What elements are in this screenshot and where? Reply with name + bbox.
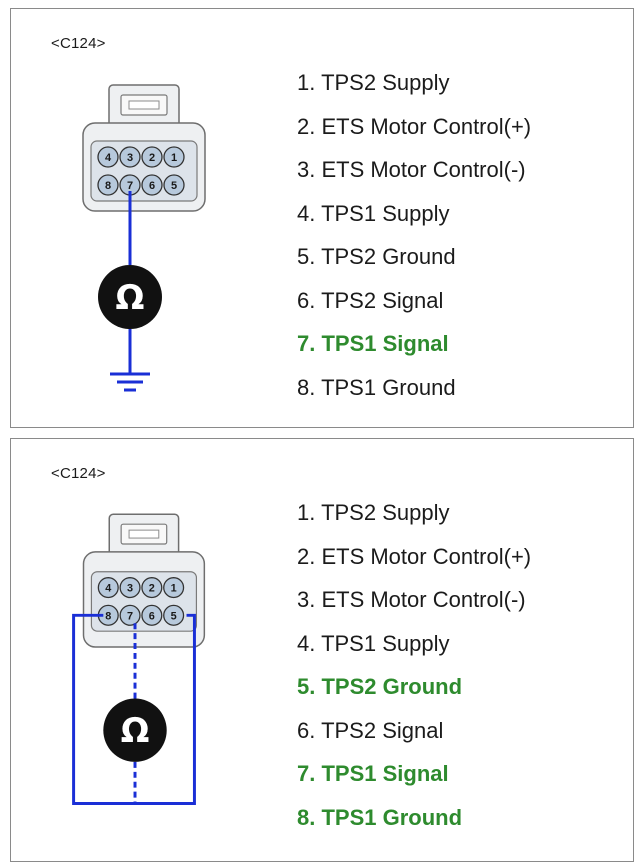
connector-pin-6 bbox=[141, 604, 163, 626]
connector-pin-7 bbox=[119, 604, 141, 626]
connector-pin-number: 5 bbox=[171, 610, 177, 622]
pin-item-7: 7. TPS1 Signal bbox=[297, 761, 449, 786]
meter-symbol: Ω bbox=[116, 278, 145, 318]
connector-pin-number: 7 bbox=[127, 180, 133, 192]
test-diagram-panel-2: <C124> 4 3 2 1 8 7 6 5 Ω 1. TPS2 Supply 2. ETS … bbox=[10, 438, 634, 862]
test-diagram-panel-1: <C124> 4 3 2 1 8 7 6 5 Ω 1. TPS2 Supply 2. ETS … bbox=[10, 8, 634, 428]
connector-wiring-diagram: 4 3 2 1 8 7 6 5 Ω bbox=[72, 513, 206, 806]
pin-item-8: 8. TPS1 Ground bbox=[297, 374, 456, 400]
pin-item-2: 2. ETS Motor Control(+) bbox=[297, 113, 532, 139]
connector-pin-number: 2 bbox=[149, 583, 155, 595]
pin-item-4: 4. TPS1 Supply bbox=[297, 630, 450, 656]
connector-pin-5 bbox=[163, 604, 185, 626]
connector-pin-number: 4 bbox=[105, 152, 112, 164]
pin-item-4: 4. TPS1 Supply bbox=[297, 200, 450, 226]
pin-assignment-list: 1. TPS2 Supply 2. ETS Motor Control(+) 3… bbox=[297, 491, 531, 839]
connector-pin-6 bbox=[141, 174, 163, 196]
pin-item-3: 3. ETS Motor Control(-) bbox=[297, 587, 526, 612]
connector-pin-number: 6 bbox=[149, 180, 155, 192]
connector-pin-number: 8 bbox=[105, 180, 111, 192]
connector-pin-3 bbox=[119, 577, 141, 599]
connector-c124: 4 3 2 1 8 7 6 5 bbox=[82, 513, 206, 648]
pin-item-1: 1. TPS2 Supply bbox=[297, 500, 450, 525]
pin-item-6: 6. TPS2 Signal bbox=[297, 717, 444, 743]
pin-item-7: 7. TPS1 Signal bbox=[297, 331, 449, 356]
connector-pin-number: 2 bbox=[149, 152, 155, 164]
probe-wires bbox=[72, 613, 196, 806]
pin-item-8: 8. TPS1 Ground bbox=[297, 804, 463, 830]
pin-item-5: 5. TPS2 Ground bbox=[297, 244, 456, 269]
connector-id-label: <C124> bbox=[51, 35, 106, 52]
ohmmeter-icon: Ω bbox=[98, 265, 162, 329]
connector-pin-4 bbox=[97, 577, 119, 599]
connector-pin-number: 7 bbox=[127, 610, 133, 622]
connector-pin-number: 1 bbox=[171, 152, 177, 164]
connector-pin-8 bbox=[97, 174, 119, 196]
connector-pin-2 bbox=[141, 577, 163, 599]
ground-icon bbox=[110, 372, 150, 392]
connector-pin-1 bbox=[163, 146, 185, 168]
connector-pin-number: 3 bbox=[127, 583, 133, 595]
pin-item-5: 5. TPS2 Ground bbox=[297, 674, 463, 699]
connector-wiring-diagram: 4 3 2 1 8 7 6 5 Ω bbox=[82, 84, 206, 392]
connector-pin-number: 3 bbox=[127, 152, 133, 164]
ohmmeter-icon: Ω bbox=[103, 698, 167, 762]
pin-assignment-list: 1. TPS2 Supply 2. ETS Motor Control(+) 3… bbox=[297, 61, 531, 409]
connector-pin-2 bbox=[141, 146, 163, 168]
connector-pin-number: 1 bbox=[171, 583, 177, 595]
connector-pin-4 bbox=[97, 146, 119, 168]
meter-symbol: Ω bbox=[121, 711, 150, 750]
pin-item-3: 3. ETS Motor Control(-) bbox=[297, 157, 526, 182]
connector-pin-5 bbox=[163, 174, 185, 196]
pin-item-2: 2. ETS Motor Control(+) bbox=[297, 543, 532, 569]
connector-c124: 4 3 2 1 8 7 6 5 bbox=[82, 84, 206, 212]
connector-pin-number: 5 bbox=[171, 180, 177, 192]
pin-item-1: 1. TPS2 Supply bbox=[297, 70, 450, 95]
connector-pin-number: 4 bbox=[105, 583, 111, 595]
connector-pin-number: 8 bbox=[105, 610, 111, 622]
connector-pin-number: 6 bbox=[149, 610, 155, 622]
connector-id-label: <C124> bbox=[51, 465, 106, 482]
connector-pin-3 bbox=[119, 146, 141, 168]
connector-pin-1 bbox=[163, 577, 185, 599]
pin-item-6: 6. TPS2 Signal bbox=[297, 287, 444, 313]
